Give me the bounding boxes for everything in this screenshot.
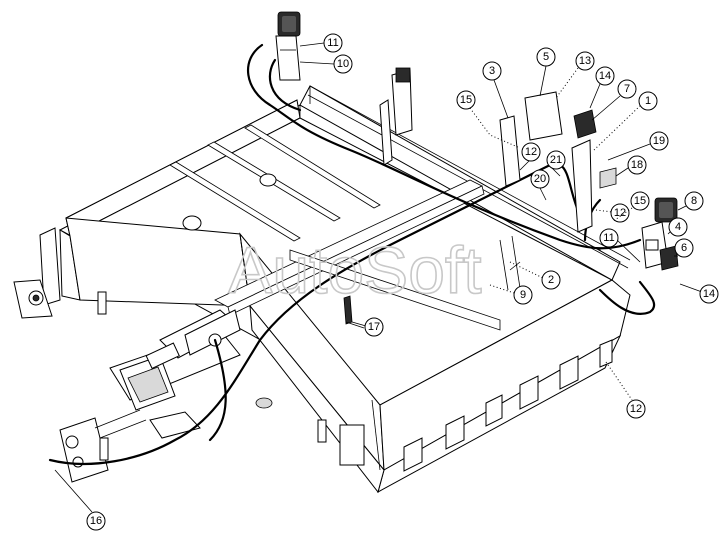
callout-number: 7: [624, 83, 630, 95]
callout-number: 15: [634, 195, 646, 207]
callout-9: 9: [489, 284, 533, 305]
callout-11-right: 11: [599, 228, 641, 263]
callout-12-right: 12: [595, 203, 630, 223]
callout-6: 6: [674, 238, 694, 258]
callout-8: 8: [677, 191, 704, 211]
callout-11-top: 11: [299, 33, 343, 53]
drawbar-assembly: [59, 309, 241, 483]
callout-number: 14: [703, 288, 715, 300]
callout-number: 2: [548, 274, 554, 286]
callout-5: 5: [536, 47, 556, 97]
callout-3: 3: [482, 61, 509, 119]
callout-number: 6: [681, 242, 687, 254]
callout-number: 5: [543, 51, 549, 63]
callout-number: 12: [614, 207, 626, 219]
callout-number: 3: [489, 65, 495, 77]
callout-14-top: 14: [589, 66, 615, 109]
callout-21: 21: [546, 150, 566, 177]
callout-number: 9: [520, 289, 526, 301]
callout-number: 12: [525, 146, 537, 158]
callout-14-bottom: 14: [679, 283, 719, 304]
callout-number: 10: [337, 58, 349, 70]
callout-number: 14: [599, 70, 611, 82]
callout-2: 2: [509, 261, 561, 290]
callout-1: 1: [593, 91, 658, 151]
callout-4: 4: [667, 217, 688, 237]
callout-number: 1: [645, 95, 651, 107]
callout-15-left: 15: [456, 90, 521, 149]
callout-number: 11: [327, 37, 338, 49]
watermark-text: AutoSoft: [228, 233, 481, 307]
callout-number: 11: [603, 232, 614, 244]
trailer-body: [13, 67, 631, 494]
callout-12-mid: 12: [519, 142, 541, 171]
callout-number: 20: [534, 173, 546, 185]
callout-number: 4: [675, 221, 681, 233]
callout-number: 8: [691, 195, 697, 207]
callout-number: 12: [630, 403, 642, 415]
callout-number: 16: [90, 515, 102, 527]
callout-number: 17: [368, 321, 380, 333]
callout-17: 17: [351, 317, 384, 337]
callout-13: 13: [555, 51, 595, 99]
callout-number: 19: [653, 135, 665, 147]
callout-number: 21: [550, 154, 562, 166]
callout-7: 7: [591, 79, 637, 121]
callout-18: 18: [615, 155, 647, 177]
callout-number: 15: [460, 94, 472, 106]
tail-light-left: [275, 11, 301, 81]
callout-number: 18: [631, 159, 643, 171]
bracket-parts: [343, 91, 679, 329]
callout-number: 13: [579, 55, 591, 67]
callout-15-right: 15: [611, 191, 650, 223]
callout-10: 10: [299, 54, 353, 74]
callout-12-bottom: 12: [605, 361, 646, 419]
callout-20: 20: [530, 169, 550, 201]
callout-19: 19: [607, 131, 669, 161]
callout-16: 16: [54, 469, 106, 531]
